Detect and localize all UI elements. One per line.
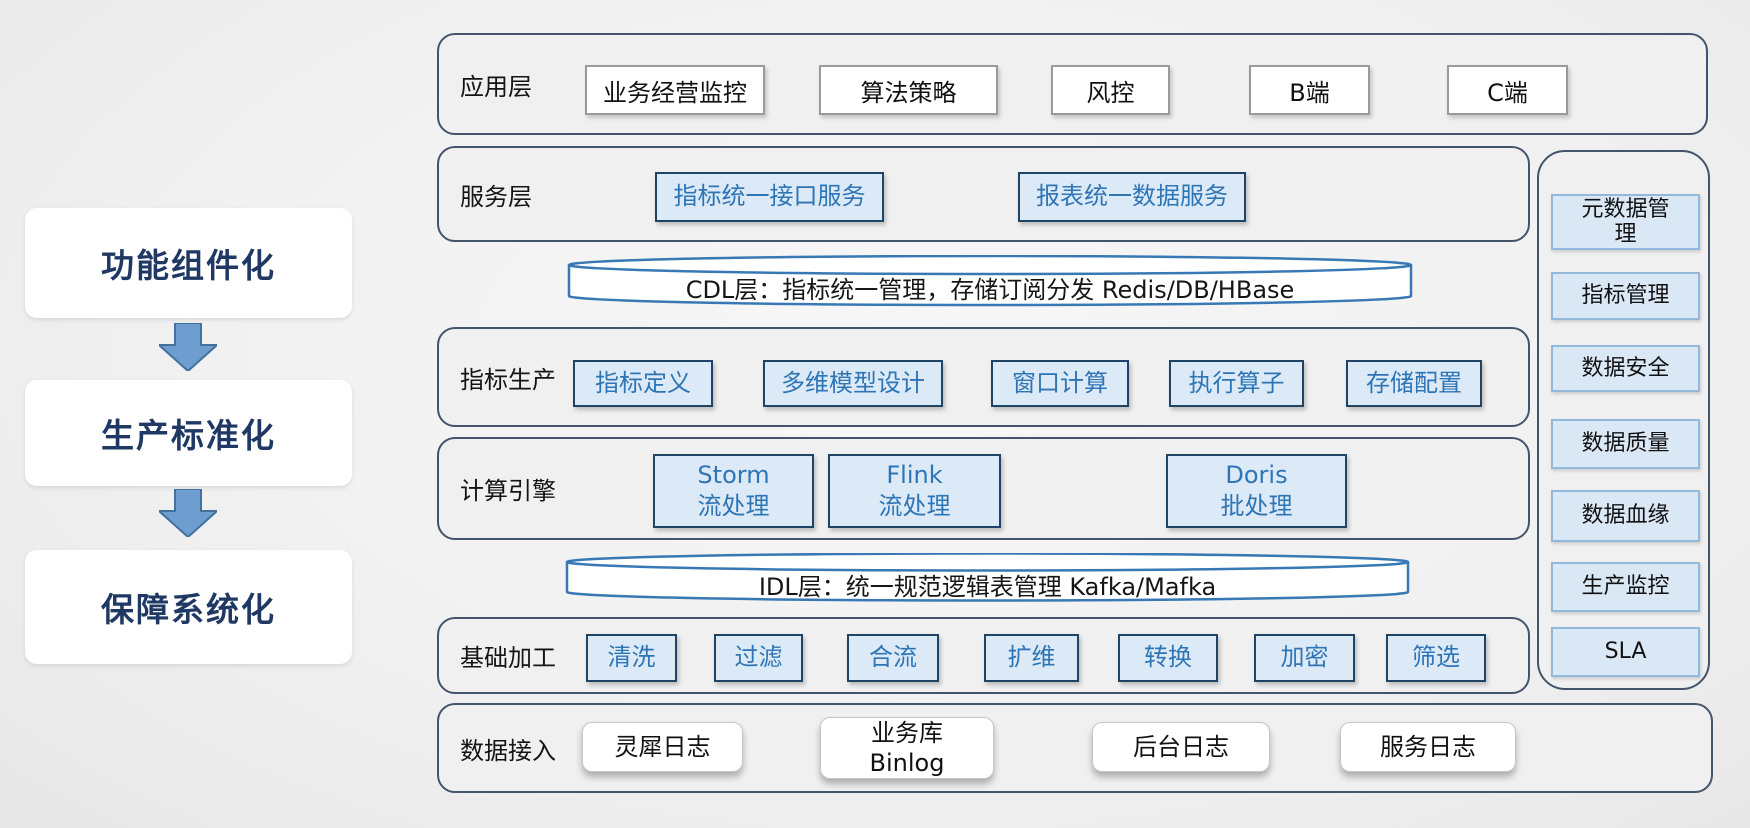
flow-step-function-componentization: 功能组件化 xyxy=(25,208,352,318)
flow-step-label: 功能组件化 xyxy=(101,246,276,285)
ingest-box: 后台日志 xyxy=(1092,722,1270,772)
governance-box: 指标管理 xyxy=(1551,272,1700,320)
app-box: B端 xyxy=(1249,65,1370,115)
governance-box: 数据质量 xyxy=(1551,419,1700,469)
ingest-box: 灵犀日志 xyxy=(582,722,743,772)
governance-box: 数据安全 xyxy=(1551,345,1700,392)
engine-box: Flink 流处理 xyxy=(828,454,1001,528)
flow-step-production-standardization: 生产标准化 xyxy=(25,380,352,486)
layer-label: 基础加工 xyxy=(460,644,556,672)
processing-box: 筛选 xyxy=(1386,634,1486,682)
layer-panel-application: 应用层 业务经营监控 算法策略 风控 B端 C端 xyxy=(437,33,1708,135)
idl-layer-title: IDL层：统一规范逻辑表管理 Kafka/Mafka xyxy=(758,572,1217,601)
processing-box: 转换 xyxy=(1118,634,1218,682)
processing-box: 过滤 xyxy=(714,634,803,682)
layer-panel-compute-engine: 计算引擎 Storm 流处理 Flink 流处理 Doris 批处理 xyxy=(437,437,1530,540)
processing-box: 清洗 xyxy=(586,634,677,682)
app-box: C端 xyxy=(1447,65,1568,115)
layer-panel-service: 服务层 指标统一接口服务 报表统一数据服务 xyxy=(437,146,1530,242)
flow-step-label: 生产标准化 xyxy=(101,416,276,455)
governance-box: 数据血缘 xyxy=(1551,490,1700,542)
cdl-layer-title: CDL层：指标统一管理，存储订阅分发 Redis/DB/HBase xyxy=(685,275,1295,304)
metric-box: 指标定义 xyxy=(573,360,713,407)
engine-box: Doris 批处理 xyxy=(1166,454,1347,528)
governance-box: SLA xyxy=(1551,627,1700,677)
processing-box: 合流 xyxy=(847,634,939,682)
app-box: 风控 xyxy=(1051,65,1170,115)
ingest-box: 业务库 Binlog xyxy=(820,717,994,779)
metric-box: 存储配置 xyxy=(1346,360,1482,407)
layer-label: 服务层 xyxy=(460,182,532,211)
flow-step-label: 保障系统化 xyxy=(101,590,276,629)
governance-sidebar: 元数据管理 指标管理 数据安全 数据质量 数据血缘 生产监控 SLA xyxy=(1537,150,1710,690)
app-box: 算法策略 xyxy=(819,65,998,115)
governance-box: 生产监控 xyxy=(1551,562,1700,612)
layer-panel-metric-production: 指标生产 指标定义 多维模型设计 窗口计算 执行算子 存储配置 xyxy=(437,327,1530,427)
processing-box: 加密 xyxy=(1254,634,1355,682)
flow-step-guarantee-systematization: 保障系统化 xyxy=(25,550,352,664)
governance-box: 元数据管理 xyxy=(1551,194,1700,250)
cylinder-shape xyxy=(567,255,1413,307)
layer-label: 计算引擎 xyxy=(460,477,556,505)
cylinder-shape xyxy=(565,553,1410,602)
ingest-box: 服务日志 xyxy=(1340,722,1516,772)
metric-box: 窗口计算 xyxy=(991,360,1129,407)
layer-label: 数据接入 xyxy=(460,736,556,765)
layer-panel-data-ingestion: 数据接入 灵犀日志 业务库 Binlog 后台日志 服务日志 xyxy=(437,703,1713,793)
engine-box: Storm 流处理 xyxy=(653,454,814,528)
layer-panel-basic-processing: 基础加工 清洗 过滤 合流 扩维 转换 加密 筛选 xyxy=(437,617,1530,694)
processing-box: 扩维 xyxy=(984,634,1079,682)
service-box: 指标统一接口服务 xyxy=(655,172,884,222)
down-arrow-icon xyxy=(159,489,217,537)
governance-box-label: 元数据管理 xyxy=(1581,196,1670,247)
metric-box: 多维模型设计 xyxy=(763,360,943,407)
app-box: 业务经营监控 xyxy=(585,65,765,115)
cdl-cylinder: CDL层：指标统一管理，存储订阅分发 Redis/DB/HBase xyxy=(567,255,1413,309)
idl-cylinder: IDL层：统一规范逻辑表管理 Kafka/Mafka xyxy=(565,553,1410,605)
down-arrow-icon xyxy=(159,323,217,371)
metric-box: 执行算子 xyxy=(1169,360,1304,407)
layer-label: 应用层 xyxy=(460,72,532,101)
layer-label: 指标生产 xyxy=(460,365,556,394)
service-box: 报表统一数据服务 xyxy=(1018,172,1246,222)
